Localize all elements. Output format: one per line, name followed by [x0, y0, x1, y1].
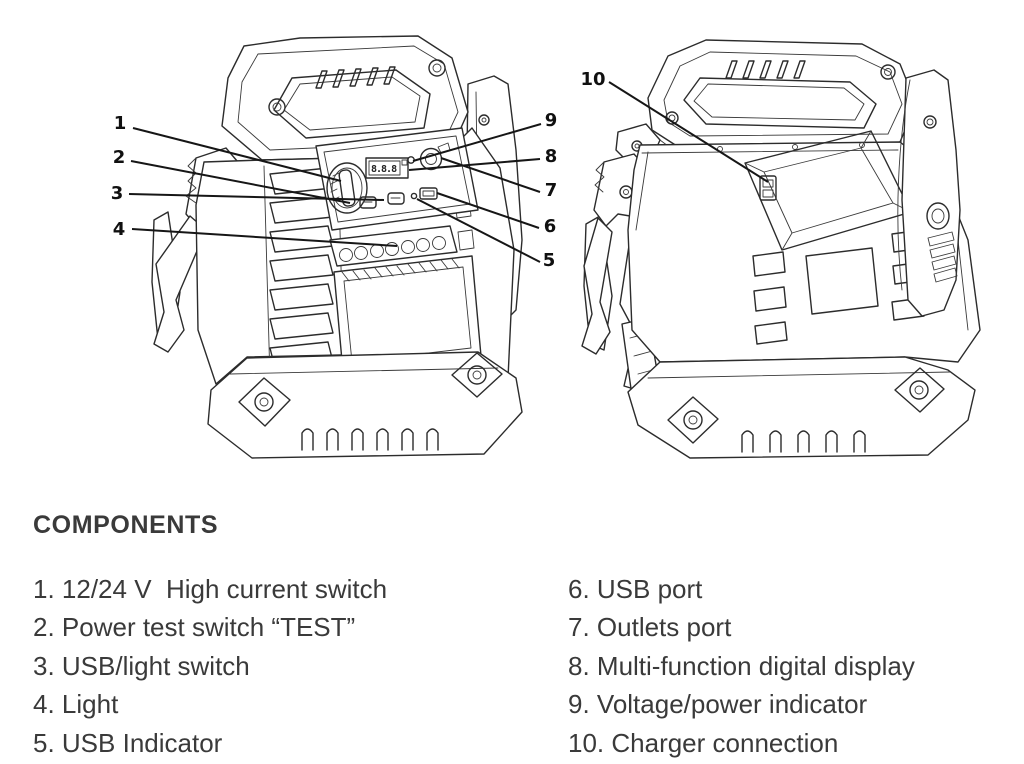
usb-light-switch [387, 192, 405, 205]
grip-ridges [725, 60, 806, 79]
callout-label-2: 2 [113, 147, 126, 168]
callouts: 1 2 3 4 5 6 7 8 9 10 [111, 69, 769, 271]
charger-connection-port [759, 175, 777, 201]
callout-label-8: 8 [545, 146, 558, 167]
front-base [207, 351, 523, 459]
base-vents [741, 430, 866, 453]
callout-label-3: 3 [111, 183, 124, 204]
leader-line-4 [131, 228, 398, 247]
component-item-7: 7. Outlets port [568, 612, 732, 643]
display-digits: 8.8.8 [371, 164, 397, 175]
components-list-left: 1. 12/24 V High current switch 2. Power … [33, 570, 543, 762]
callout-label-4: 4 [113, 219, 126, 240]
callout-label-9: 9 [545, 110, 558, 131]
component-item-3: 3. USB/light switch [33, 650, 250, 681]
components-heading: COMPONENTS [33, 511, 219, 539]
carry-handle-back [647, 39, 917, 151]
handle-screw-icon [268, 98, 286, 116]
handle-screw-icon [428, 59, 446, 77]
leader-line-5 [416, 198, 541, 263]
grip-ridges [315, 66, 396, 89]
carry-handle [221, 35, 469, 161]
component-item-9: 9. Voltage/power indicator [568, 689, 868, 720]
leader-line-9 [412, 123, 542, 162]
back-view-diagram [581, 39, 981, 459]
digital-display: 8.8.8 [365, 157, 409, 179]
base-vents [301, 428, 439, 451]
callout-label-1: 1 [114, 113, 127, 134]
callout-label-6: 6 [544, 216, 557, 237]
component-item-1: 1. 12/24 V High current switch [33, 574, 388, 604]
back-label-area [805, 247, 879, 315]
back-base [627, 356, 976, 459]
component-item-8: 8. Multi-function digital display [568, 650, 915, 681]
device-diagrams: 8.8.8 [111, 35, 981, 459]
front-view-diagram: 8.8.8 [151, 35, 523, 459]
components-list-right: 6. USB port 7. Outlets port 8. Multi-fun… [568, 570, 1020, 762]
callout-label-10: 10 [580, 69, 605, 90]
leader-line-1 [132, 127, 342, 182]
high-current-switch-dial [326, 162, 368, 214]
handle-screw-icon [880, 64, 896, 80]
callout-label-5: 5 [543, 250, 556, 271]
leader-line-7 [440, 157, 541, 193]
component-item-10: 10. Charger connection [568, 727, 839, 758]
component-item-2: 2. Power test switch “TEST” [33, 612, 356, 643]
power-test-switch [359, 196, 377, 209]
leader-line-2 [130, 160, 351, 204]
leader-line-8 [408, 158, 541, 171]
usb-indicator [410, 192, 418, 200]
right-side-clamp-bar-back [897, 69, 961, 317]
component-item-5: 5. USB Indicator [33, 727, 223, 758]
callout-label-7: 7 [545, 180, 558, 201]
component-item-6: 6. USB port [568, 574, 703, 604]
leader-line-3 [128, 193, 385, 201]
leader-line-10 [608, 81, 769, 183]
component-item-4: 4. Light [33, 689, 119, 720]
leader-line-6 [436, 192, 540, 229]
